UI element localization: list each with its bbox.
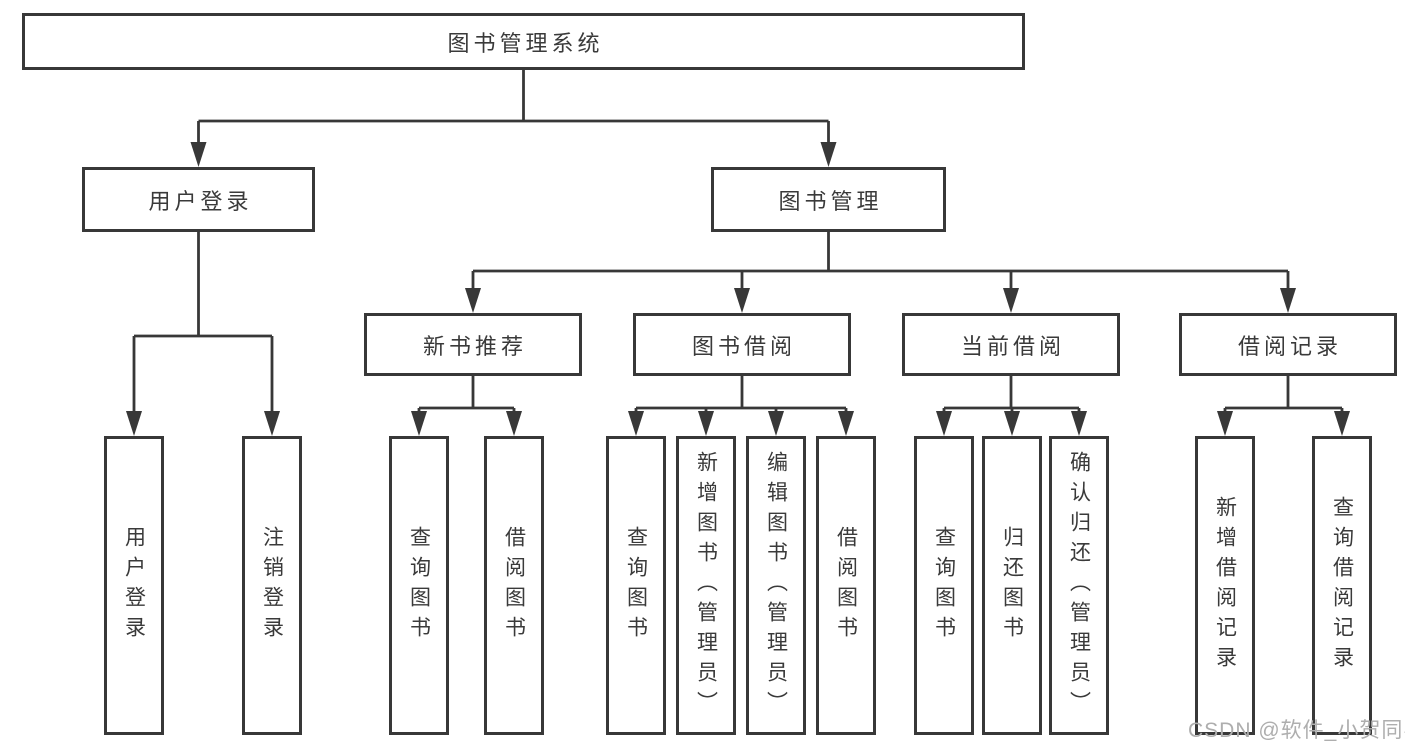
leaf-query-book-2: 查询图书 [606,436,666,735]
leaf-logout: 注销登录 [242,436,302,735]
leaf-user-login: 用户登录 [104,436,164,735]
leaf-return-book: 归还图书 [982,436,1042,735]
leaf-query-book-3: 查询图书 [914,436,974,735]
leaf-query-book-1: 查询图书 [389,436,449,735]
node-borrow-records: 借阅记录 [1179,313,1397,376]
leaf-borrow-book-2: 借阅图书 [816,436,876,735]
node-book-management: 图书管理 [711,167,946,232]
node-book-borrow: 图书借阅 [633,313,851,376]
leaf-confirm-return-admin: 确认归还（管理员） [1049,436,1109,735]
node-root-system: 图书管理系统 [22,13,1025,70]
leaf-borrow-book-1: 借阅图书 [484,436,544,735]
node-current-borrow: 当前借阅 [902,313,1120,376]
node-new-book-recommend: 新书推荐 [364,313,582,376]
leaf-add-book-admin: 新增图书（管理员） [676,436,736,735]
leaf-edit-book-admin: 编辑图书（管理员） [746,436,806,735]
csdn-watermark: CSDN @软件_小贺同学 [1188,719,1405,742]
leaf-add-borrow-record: 新增借阅记录 [1195,436,1255,735]
node-user-login: 用户登录 [82,167,315,232]
leaf-query-borrow-record: 查询借阅记录 [1312,436,1372,735]
